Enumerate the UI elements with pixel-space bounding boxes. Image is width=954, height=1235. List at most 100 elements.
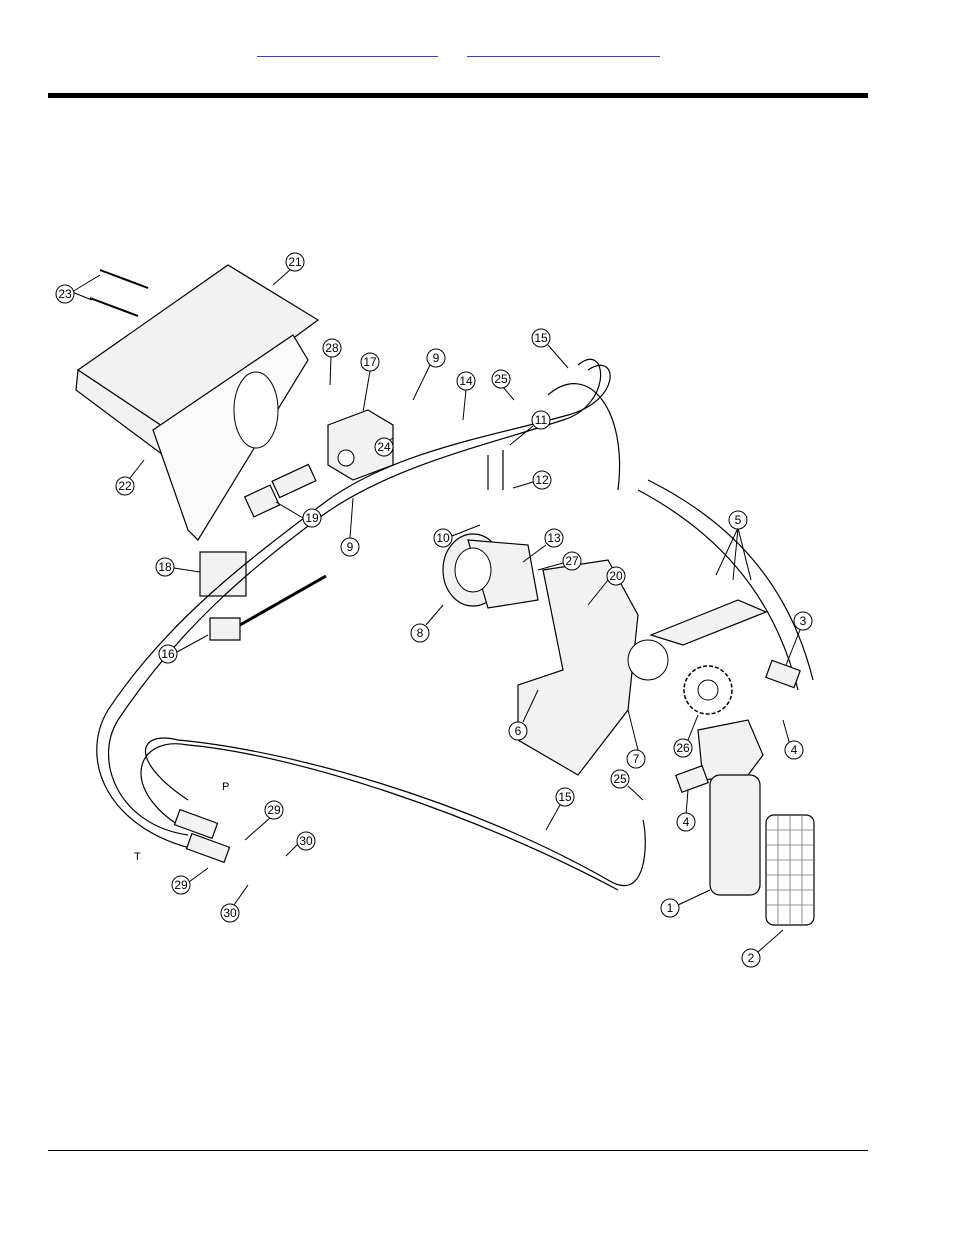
callout-10: 10 <box>433 524 481 548</box>
bracket-part <box>517 559 669 776</box>
filter-element-part <box>765 814 815 926</box>
svg-text:5: 5 <box>735 513 742 527</box>
hose-part <box>145 737 646 887</box>
callout-1: 1 <box>660 889 711 918</box>
callout-9a: 9 <box>412 348 446 401</box>
bolt-part <box>99 269 149 289</box>
hose-part <box>547 383 621 491</box>
callout-23: 23 <box>55 274 101 304</box>
callout-18: 18 <box>155 557 201 577</box>
callout-11: 11 <box>509 410 551 446</box>
svg-text:12: 12 <box>535 473 549 487</box>
hose-end-part <box>185 832 231 864</box>
callout-25b: 25 <box>610 769 644 801</box>
svg-text:11: 11 <box>535 413 548 427</box>
fitting-part <box>765 659 801 689</box>
connector-part <box>209 617 241 641</box>
svg-text:15: 15 <box>534 331 548 345</box>
hose-part <box>108 358 602 836</box>
callout-25a: 25 <box>491 369 515 401</box>
callout-2: 2 <box>741 929 784 968</box>
svg-text:10: 10 <box>436 531 450 545</box>
callout-19: 19 <box>275 501 322 528</box>
callout-29a: 29 <box>244 800 284 841</box>
header-link-1[interactable] <box>257 44 438 57</box>
hose-label-p: P <box>222 781 229 793</box>
svg-text:29: 29 <box>174 878 188 892</box>
tube-part <box>487 450 504 490</box>
svg-text:6: 6 <box>515 724 522 738</box>
sprocket-hub-part <box>697 679 719 701</box>
bolt-part <box>89 297 139 317</box>
coil-part <box>199 551 247 597</box>
hose-part <box>140 743 619 891</box>
svg-text:22: 22 <box>118 479 132 493</box>
filter-part <box>697 719 764 896</box>
callout-6: 6 <box>508 689 539 741</box>
hose-end-part <box>173 808 219 840</box>
hose-part <box>647 479 814 681</box>
hydraulic-parts-diagram: P T 1 2 3 4 4 5 6 7 8 9 9 10 11 12 13 14… <box>55 252 815 968</box>
shield-part <box>75 264 320 541</box>
callout-7: 7 <box>626 709 646 769</box>
callout-20: 20 <box>587 566 626 606</box>
svg-text:27: 27 <box>565 554 579 568</box>
svg-text:19: 19 <box>305 511 319 525</box>
cable-part <box>239 574 327 627</box>
svg-text:20: 20 <box>609 569 623 583</box>
svg-text:16: 16 <box>161 647 175 661</box>
svg-text:24: 24 <box>377 440 391 454</box>
svg-text:4: 4 <box>791 743 798 757</box>
svg-text:25: 25 <box>613 772 627 786</box>
callout-30b: 30 <box>220 884 249 923</box>
hose-label-t: T <box>134 851 141 863</box>
svg-text:4: 4 <box>683 815 690 829</box>
callout-8: 8 <box>410 604 444 643</box>
svg-text:3: 3 <box>800 614 807 628</box>
callout-15a: 15 <box>531 328 569 369</box>
callout-27: 27 <box>537 551 582 571</box>
top-rule <box>48 93 868 98</box>
svg-text:23: 23 <box>58 287 72 301</box>
svg-text:14: 14 <box>459 374 473 388</box>
svg-text:15: 15 <box>558 790 572 804</box>
svg-text:29: 29 <box>267 803 281 817</box>
svg-text:13: 13 <box>547 531 561 545</box>
callout-22: 22 <box>115 459 145 496</box>
callout-21: 21 <box>272 252 305 286</box>
bottom-rule <box>48 1150 868 1151</box>
filter-plate-part <box>649 599 768 646</box>
callout-9b: 9 <box>340 497 360 557</box>
callout-29b: 29 <box>171 867 209 895</box>
motor-part <box>442 533 539 609</box>
callout-4b: 4 <box>676 789 696 832</box>
callout-14: 14 <box>456 371 476 421</box>
svg-text:26: 26 <box>676 741 690 755</box>
callout-30a: 30 <box>285 831 316 857</box>
svg-text:25: 25 <box>494 372 508 386</box>
svg-text:30: 30 <box>299 834 313 848</box>
callout-13: 13 <box>522 528 564 563</box>
callout-16: 16 <box>158 634 209 664</box>
callout-3: 3 <box>785 611 813 666</box>
svg-text:30: 30 <box>223 906 237 920</box>
hose-part <box>637 489 799 691</box>
callout-15b: 15 <box>545 787 575 831</box>
callout-17: 17 <box>360 352 380 413</box>
svg-text:9: 9 <box>433 351 440 365</box>
svg-text:1: 1 <box>667 901 674 915</box>
callout-5: 5 <box>715 510 752 581</box>
callout-28: 28 <box>322 338 342 386</box>
svg-text:2: 2 <box>748 951 755 965</box>
svg-text:8: 8 <box>417 626 424 640</box>
fitting-part <box>674 764 710 794</box>
svg-text:7: 7 <box>633 752 640 766</box>
header-link-2[interactable] <box>467 44 660 57</box>
svg-text:9: 9 <box>347 540 354 554</box>
svg-text:18: 18 <box>158 560 172 574</box>
callout-4a: 4 <box>782 719 804 760</box>
callout-26: 26 <box>673 714 699 758</box>
svg-text:21: 21 <box>288 255 302 269</box>
svg-text:17: 17 <box>363 355 377 369</box>
callout-12: 12 <box>512 470 552 490</box>
